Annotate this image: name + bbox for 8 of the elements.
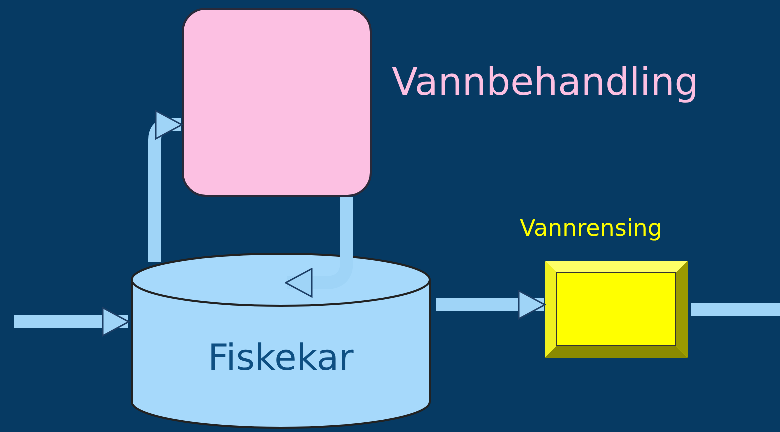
flow-arrow [148,110,183,262]
flow-arrow [285,197,354,298]
flow-arrow [14,307,130,337]
tank-cylinder [130,252,432,430]
flow-arrow [436,290,546,320]
tank-label: Fiskekar [207,338,355,379]
box-heading: Vannbehandling [392,60,699,104]
box-heading: Vannrensing [520,216,662,242]
